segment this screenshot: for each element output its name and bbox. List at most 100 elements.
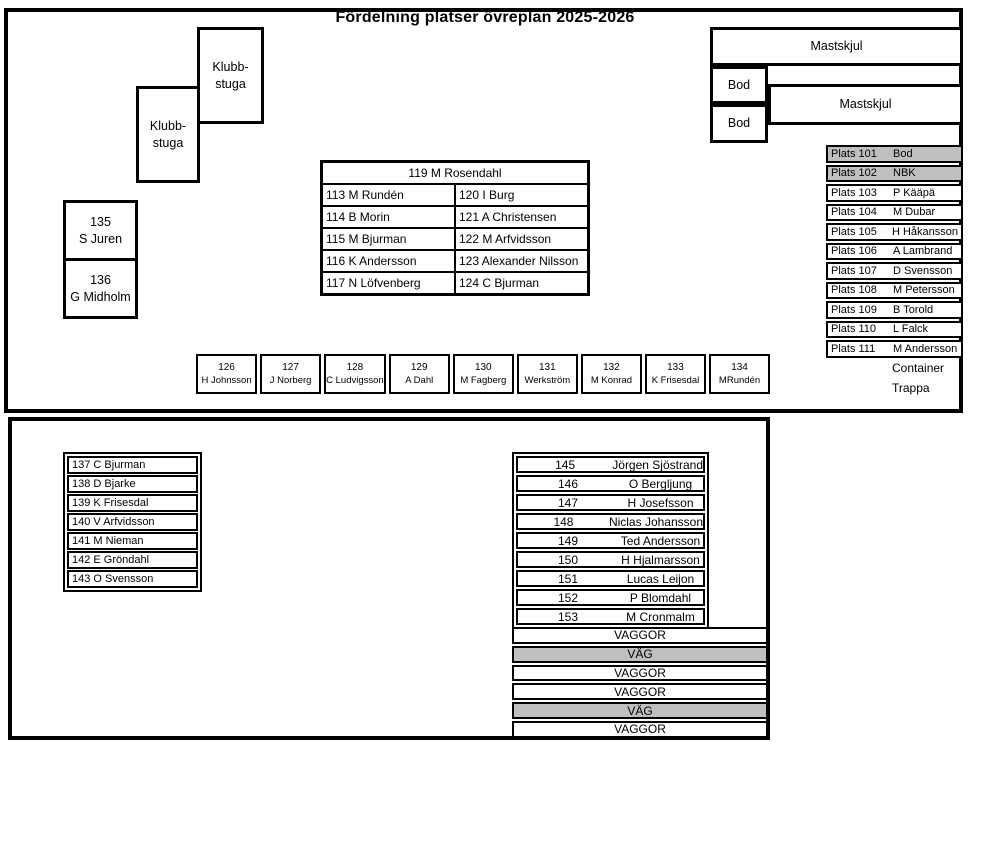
table-row: 113 M Rundén 120 I Burg — [323, 185, 587, 205]
berth-box-130: 130 M Fagberg — [452, 354, 514, 394]
berth-cell: 117 N Löfvenberg — [326, 276, 421, 290]
plats-name: A Lambrand — [893, 245, 953, 258]
bod-label: Bod — [727, 116, 751, 130]
berth-box-129: 129 A Dahl — [388, 354, 450, 394]
berth-cell: 124 C Bjurman — [454, 273, 587, 293]
berth-row-145: 145 Jörgen Sjöstrand — [516, 456, 705, 473]
berth-row-137: 137 C Bjurman — [67, 456, 198, 474]
plats-row-106: Plats 106 A Lambrand — [826, 242, 963, 260]
plats-name: D Svensson — [893, 264, 953, 277]
vaggor-vag-strip: VAGGOR VÄG VAGGOR VAGGOR VÄG VAGGOR — [512, 627, 768, 740]
berth-number: 136 — [90, 272, 111, 287]
berth-name: G Midholm — [70, 289, 131, 304]
berth-name: Jörgen Sjöstrand — [612, 457, 703, 472]
berth-box-134: 134 MRundén — [709, 354, 771, 394]
berth-number: 129 — [410, 362, 428, 373]
bod-label: Bod — [727, 77, 751, 92]
table-row: 114 B Morin 121 A Christensen — [323, 205, 587, 227]
berth-number: 152 — [557, 590, 579, 605]
berth-row-146: 146 O Bergljung — [516, 475, 705, 492]
plats-label: Plats 111 — [831, 342, 876, 355]
berth-cell: 122 M Arfvidsson — [454, 229, 587, 249]
plats-list-101-111: Plats 101 Bod Plats 102 NBK Plats 103 P … — [826, 145, 963, 360]
berth-name: C Ludvigsson — [326, 375, 384, 386]
table-row: 116 K Andersson 123 Alexander Nilsson — [323, 249, 587, 271]
mid-table-header: 119 M Rosendahl — [323, 163, 587, 185]
berth-name: M Konrad — [590, 375, 632, 386]
berth-name: P Blomdahl — [629, 590, 692, 605]
vaggor-row: VAGGOR — [512, 627, 768, 644]
klubbstuga-box-upper: Klubb- stuga — [197, 27, 264, 124]
klubbstuga-box-lower: Klubb- stuga — [136, 86, 200, 183]
plats-row-101: Plats 101 Bod — [826, 145, 963, 163]
plats-row-102: Plats 102 NBK — [826, 164, 963, 182]
plats-name: L Falck — [893, 323, 929, 336]
plats-name: M Dubar — [893, 206, 936, 219]
vag-row: VÄG — [512, 702, 768, 719]
berth-number: 135 — [90, 214, 111, 229]
berth-cell: 115 M Bjurman — [326, 232, 407, 246]
berth-row-142: 142 E Gröndahl — [67, 551, 198, 569]
berth-row-153: 153 M Cronmalm — [516, 608, 705, 625]
plats-label: Plats 105 — [831, 225, 877, 238]
trappa-label: Trappa — [892, 381, 930, 395]
lower-area-outline — [8, 417, 770, 740]
plats-name: Bod — [893, 147, 913, 160]
berth-box-131: 131 Werkström — [516, 354, 578, 394]
berth-row-140: 140 V Arfvidsson — [67, 513, 198, 531]
plats-row-111: Plats 111 M Andersson — [826, 340, 963, 358]
berth-name: M Cronmalm — [626, 609, 695, 624]
berth-box-127: 127 J Norberg — [260, 354, 322, 394]
plats-row-104: Plats 104 M Dubar — [826, 203, 963, 221]
berth-cell: 123 Alexander Nilsson — [454, 251, 587, 271]
berth-cell: 121 A Christensen — [454, 207, 587, 227]
berth-box-136: 136 G Midholm — [63, 258, 138, 319]
berth-number: 126 — [218, 362, 235, 373]
mastskjul-box-1: Mastskjul — [710, 27, 963, 66]
berth-name: MRundén — [718, 375, 761, 386]
berth-name: K Frisesdal — [651, 375, 700, 386]
klubbstuga-label-line2: stuga — [152, 135, 184, 150]
plats-label: Plats 102 — [831, 167, 877, 180]
berth-number: 130 — [474, 362, 492, 373]
plats-row-103: Plats 103 P Kääpä — [826, 184, 963, 202]
berth-number: 133 — [667, 362, 684, 373]
berth-row-151: 151 Lucas Leijon — [516, 570, 705, 587]
berth-strip-126-134: 126 H Johnsson 127 J Norberg 128 C Ludvi… — [196, 354, 771, 394]
mastskjul-box-2: Mastskjul — [768, 84, 963, 125]
berth-name: Ted Andersson — [620, 533, 701, 548]
berth-number: 146 — [557, 476, 579, 491]
vaggor-row: VAGGOR — [512, 664, 768, 682]
plats-name: NBK — [893, 167, 916, 180]
bod-box-1: Bod — [710, 66, 768, 104]
table-row: 117 N Löfvenberg 124 C Bjurman — [323, 271, 587, 293]
plats-label: Plats 103 — [831, 186, 877, 199]
klubbstuga-label-line1: Klubb- — [212, 59, 249, 74]
berth-row-148: 148 Niclas Johansson — [516, 513, 705, 530]
berth-name: Werkström — [524, 375, 571, 386]
mastskjul-label: Mastskjul — [839, 97, 892, 111]
plats-label: Plats 101 — [831, 147, 877, 160]
plats-name: H Håkansson — [891, 225, 958, 238]
berth-name: H Hjalmarsson — [621, 552, 700, 567]
berth-name: M Fagberg — [460, 375, 507, 386]
berth-box-135: 135 S Juren — [63, 200, 138, 261]
berth-box-132: 132 M Konrad — [580, 354, 642, 394]
berth-row-138: 138 D Bjarke — [67, 475, 198, 493]
plats-name: M Petersson — [893, 284, 955, 297]
plats-row-107: Plats 107 D Svensson — [826, 262, 963, 280]
berth-box-133: 133 K Frisesdal — [644, 354, 706, 394]
berth-cell: 114 B Morin — [326, 210, 390, 224]
berth-row-150: 150 H Hjalmarsson — [516, 551, 705, 568]
berth-number: 147 — [557, 495, 579, 510]
berth-number: 127 — [282, 362, 299, 373]
berth-number: 131 — [539, 362, 556, 373]
plats-name: M Andersson — [893, 342, 958, 355]
berth-cell: 116 K Andersson — [326, 254, 417, 268]
berth-row-141: 141 M Nieman — [67, 532, 198, 550]
berth-number: 149 — [557, 533, 579, 548]
klubbstuga-label-line1: Klubb- — [149, 118, 187, 133]
berth-row-139: 139 K Frisesdal — [67, 494, 198, 512]
berth-number: 148 — [553, 514, 574, 529]
